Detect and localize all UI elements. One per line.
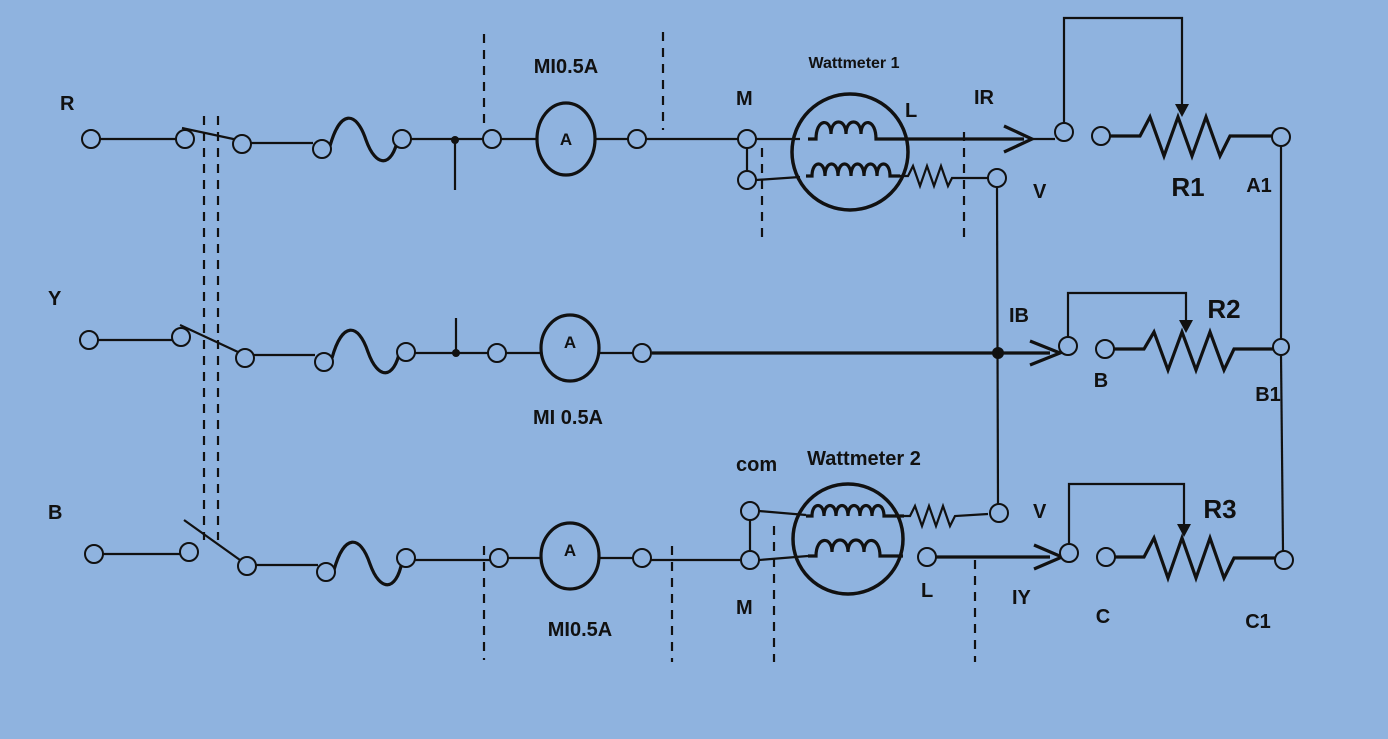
- terminal-r-switch-in: [175, 129, 195, 149]
- terminal-w1-com: [737, 170, 757, 190]
- wattmeter-2-m-label: M: [736, 597, 753, 619]
- current-top-label: IR: [974, 87, 995, 109]
- phase-r-label: R: [60, 93, 75, 115]
- terminal-b-switch-out: [237, 556, 257, 576]
- r2-wiper-arrow-icon: [1179, 320, 1193, 333]
- b1-label: B1: [1255, 384, 1281, 406]
- b-label: B: [1094, 370, 1108, 392]
- wattmeter-1-current-coil-icon: [808, 120, 900, 141]
- terminal-y-fuse-out: [396, 342, 416, 362]
- terminal-r-fuse-out: [392, 129, 412, 149]
- a1-label: A1: [1246, 175, 1272, 197]
- terminal-r1-in: [1054, 122, 1074, 142]
- phase-b-label: B: [48, 502, 62, 524]
- r2-label: R2: [1207, 294, 1240, 324]
- ammeter-b: A: [539, 521, 601, 591]
- wattmeter-2-com-label: com: [736, 454, 777, 476]
- terminal-b-switch-in: [179, 542, 199, 562]
- ammeter-y: A: [539, 313, 601, 383]
- terminal-r2-left: [1095, 339, 1115, 359]
- ammeter-r-symbol: A: [560, 130, 572, 149]
- terminal-y-amm-out: [632, 343, 652, 363]
- wattmeter-1-m-label: M: [736, 88, 753, 110]
- r3-label: R3: [1203, 494, 1236, 524]
- wattmeter-2-title: Wattmeter 2: [807, 448, 921, 470]
- ammeter-r: A: [535, 101, 597, 177]
- terminal-w1-v: [987, 168, 1007, 188]
- terminal-w2-l: [917, 547, 937, 567]
- star-link-b1-c1: [1279, 354, 1285, 552]
- terminal-b-amm-out: [632, 548, 652, 568]
- terminal-b1: [1272, 338, 1290, 356]
- wattmeter-2-v-label: V: [1033, 501, 1047, 523]
- terminal-y-switch-out: [235, 348, 255, 368]
- ammeter-b-symbol: A: [564, 541, 576, 560]
- terminal-r1-left: [1091, 126, 1111, 146]
- terminal-b-amm-in: [489, 548, 509, 568]
- r2-wiper-lead: [1066, 291, 1188, 337]
- wattmeter-1-l-label: L: [905, 100, 917, 122]
- wattmeter-1-series-resistor-icon: [900, 162, 988, 190]
- wattmeter-2-voltage-coil-icon: [806, 503, 904, 518]
- phase-y-line: [98, 318, 1065, 375]
- ammeter-y-label: MI 0.5A: [533, 407, 603, 429]
- resistor-r1-icon: [1110, 112, 1272, 161]
- r3-wiper-lead: [1067, 482, 1186, 544]
- terminal-r-amm-in: [482, 129, 502, 149]
- terminal-r3-left: [1096, 547, 1116, 567]
- current-bottom-label: IY: [1012, 587, 1032, 609]
- c1-label: C1: [1245, 611, 1271, 633]
- terminal-w2-v: [989, 503, 1009, 523]
- ammeter-r-label: MI0.5A: [534, 56, 598, 78]
- terminal-y-in: [79, 330, 99, 350]
- current-arrow-middle-icon: [1029, 339, 1065, 367]
- terminal-r2-in: [1058, 336, 1078, 356]
- fuse-y-icon: [330, 328, 402, 375]
- r1-wiper-lead: [1062, 16, 1184, 123]
- wattmeter-2-series-resistor-icon: [904, 502, 989, 530]
- c-label: C: [1096, 606, 1110, 628]
- r3-wiper-arrow-icon: [1177, 524, 1191, 537]
- fuse-r-icon: [328, 116, 400, 163]
- terminal-r-in: [81, 129, 101, 149]
- terminal-y-switch-in: [171, 327, 191, 347]
- terminal-b-fuse-out: [396, 548, 416, 568]
- terminal-r3-in: [1059, 543, 1079, 563]
- resistor-r2-icon: [1114, 327, 1274, 375]
- phase-b-line: [103, 519, 740, 587]
- wattmeter-2: [791, 482, 905, 596]
- wattmeter-1-v-label: V: [1033, 181, 1047, 203]
- wattmeter-2-current-coil-icon: [808, 538, 903, 558]
- terminal-b-in: [84, 544, 104, 564]
- terminal-y-fuse-in: [314, 352, 334, 372]
- r1-wiper-arrow-icon: [1175, 104, 1189, 117]
- current-middle-label: IB: [1009, 305, 1029, 327]
- wattmeter-1-voltage-coil-icon: [806, 162, 900, 178]
- wattmeter-2-l-label: L: [921, 580, 933, 602]
- terminal-w2-m: [740, 550, 760, 570]
- terminal-y-amm-in: [487, 343, 507, 363]
- phase-r-line: [100, 116, 738, 190]
- terminal-r-amm-out: [627, 129, 647, 149]
- voltage-coil-link: [995, 186, 1000, 505]
- terminal-w1-m: [737, 129, 757, 149]
- terminal-b-fuse-in: [316, 562, 336, 582]
- ammeter-y-symbol: A: [564, 333, 576, 352]
- terminal-r-switch-out: [232, 134, 252, 154]
- phase-y-label: Y: [48, 288, 62, 310]
- terminal-a1: [1271, 127, 1291, 147]
- terminal-c1: [1274, 550, 1294, 570]
- ammeter-b-label: MI0.5A: [548, 619, 612, 641]
- terminal-r-fuse-in: [312, 139, 332, 159]
- switch-blade-r: [181, 126, 239, 142]
- terminal-w2-com: [740, 501, 760, 521]
- fuse-b-icon: [332, 540, 404, 587]
- r1-label: R1: [1171, 172, 1204, 202]
- wattmeter-1: [790, 92, 910, 212]
- resistor-r3-icon: [1115, 533, 1276, 583]
- wattmeter-1-title: Wattmeter 1: [809, 55, 900, 72]
